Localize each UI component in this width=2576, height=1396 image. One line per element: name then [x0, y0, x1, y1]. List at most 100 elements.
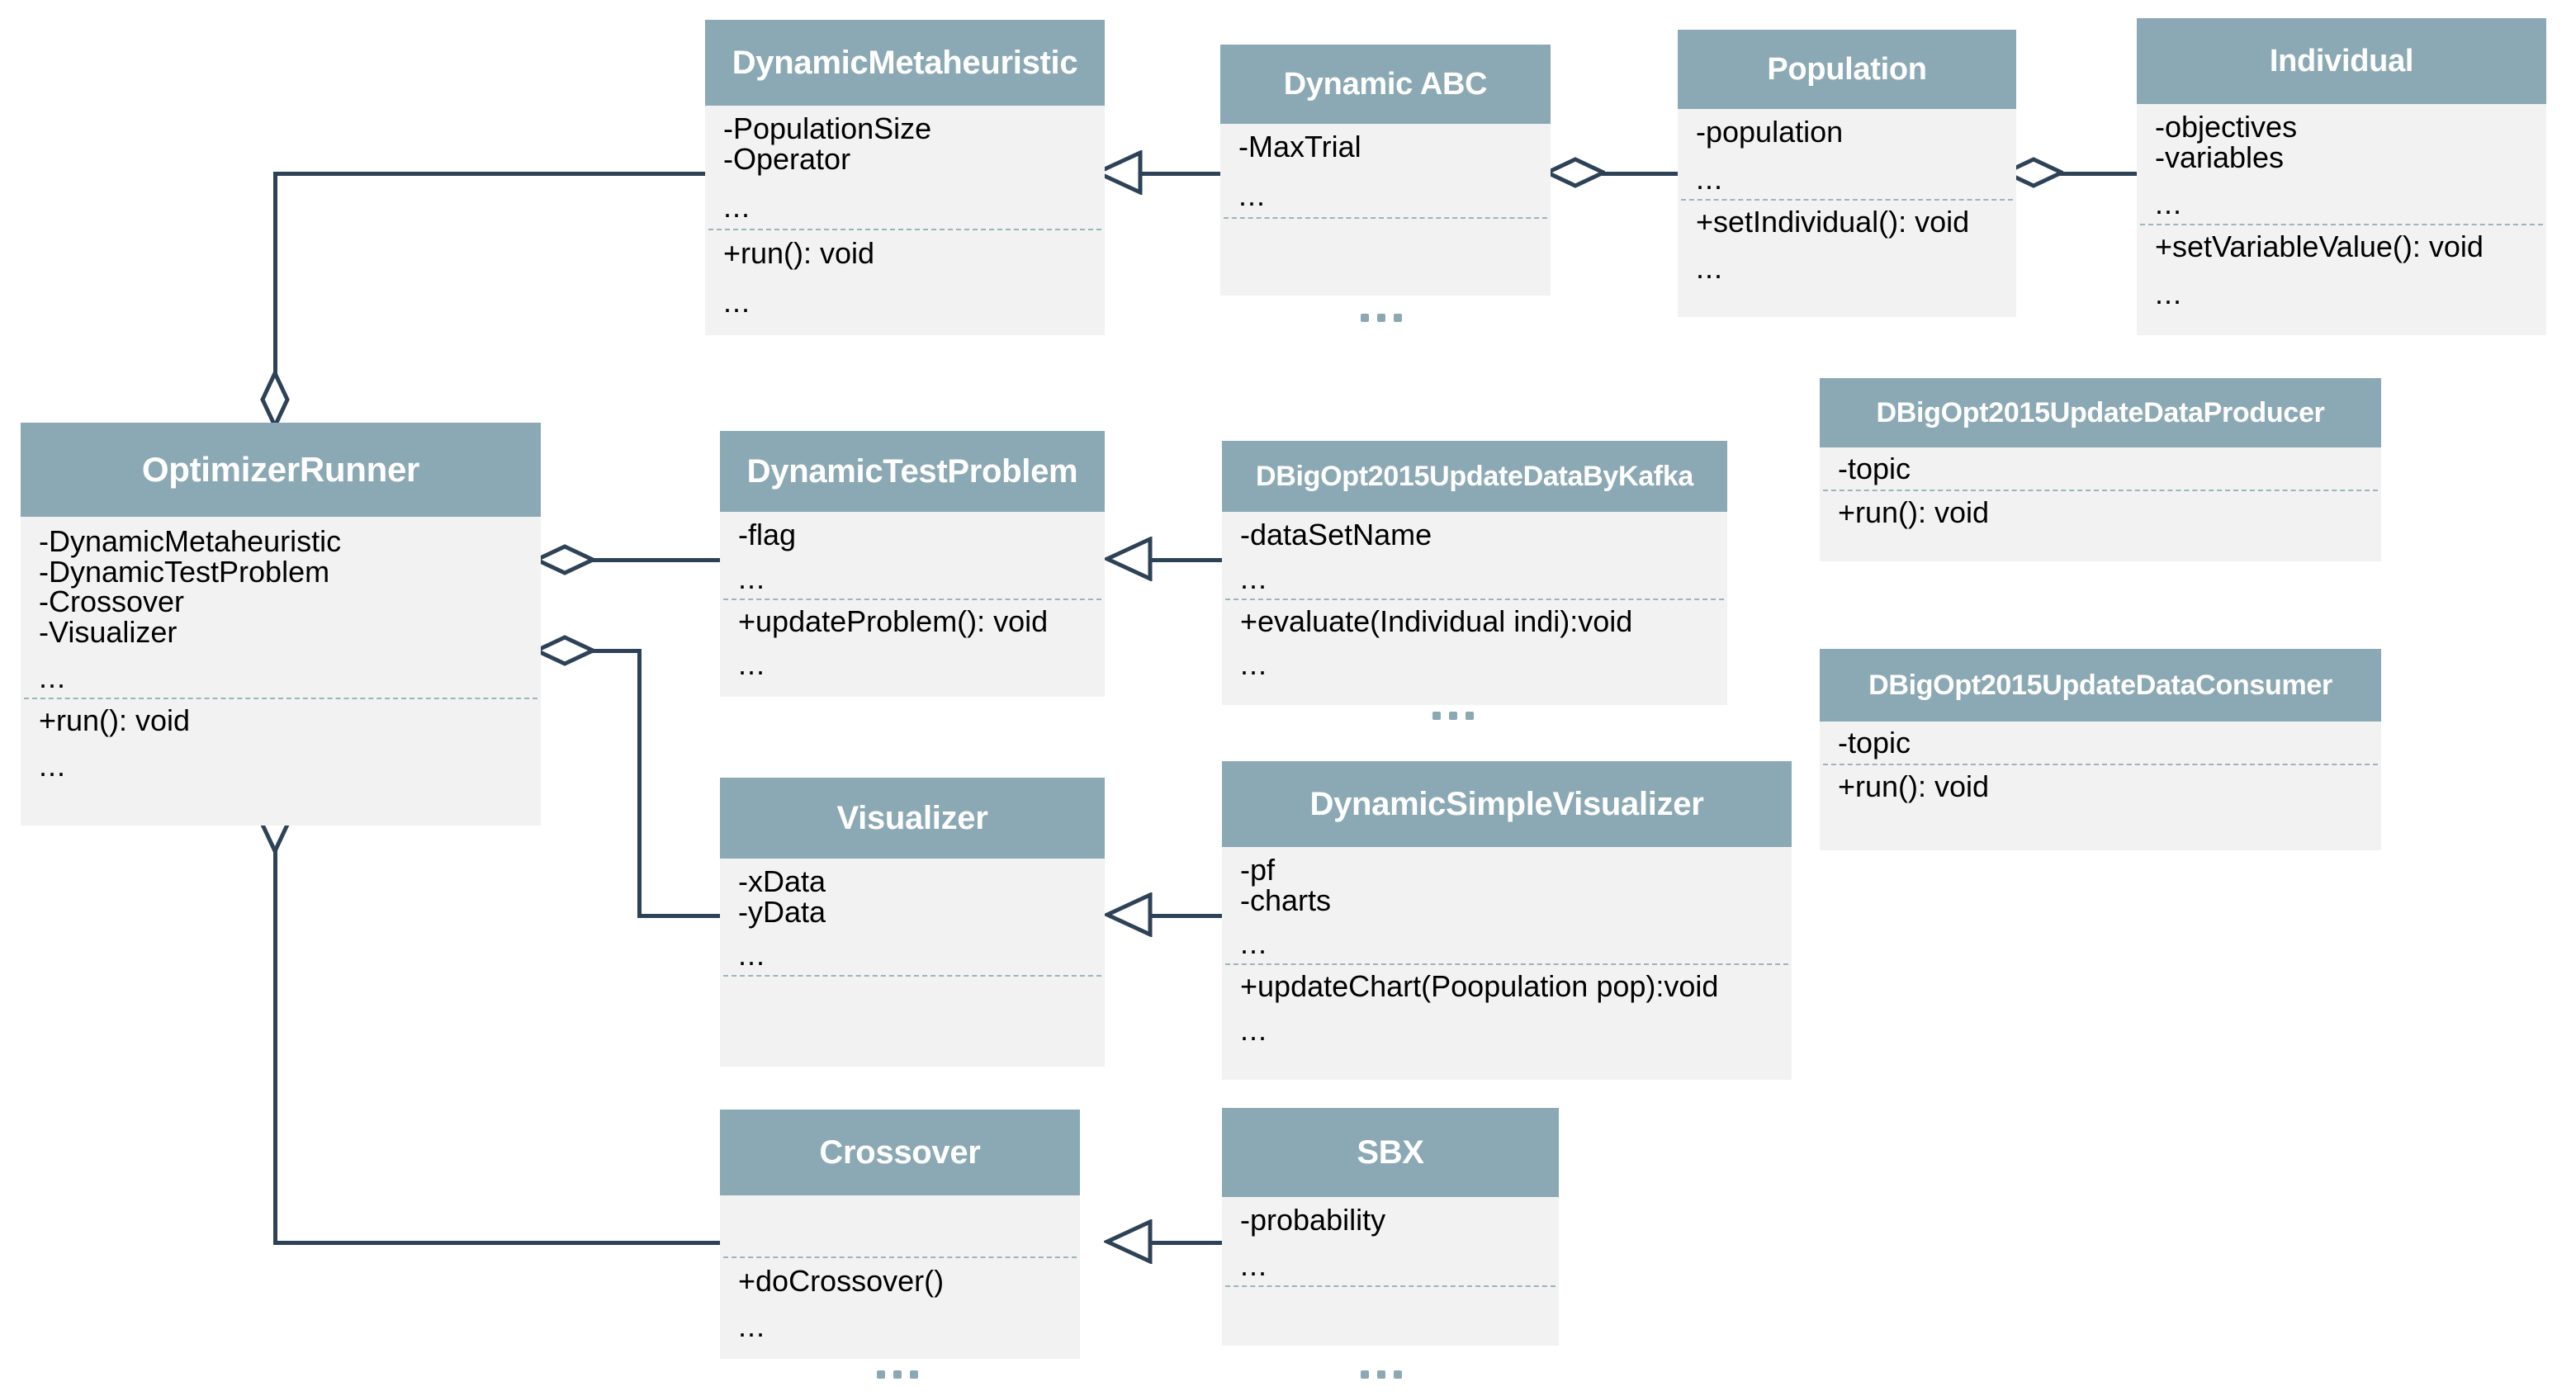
- attribute-row: -DynamicMetaheuristic: [39, 524, 342, 558]
- operations-ellipsis: ...: [1696, 251, 1724, 286]
- connector-simplevis-visualizer: [1149, 914, 1232, 918]
- generalization-arrow-kafka-testproblem: [1104, 537, 1153, 581]
- class-box-optimizer-runner[interactable]: OptimizerRunner -DynamicMetaheuristic -D…: [21, 423, 541, 826]
- operations-ellipsis: ...: [1240, 647, 1268, 682]
- class-body-dynamic-metaheuristic: -PopulationSize -Operator ... +run(): vo…: [705, 106, 1105, 324]
- class-header-dynamic-metaheuristic: DynamicMetaheuristic: [705, 20, 1105, 106]
- class-box-dynamic-simple-visualizer[interactable]: DynamicSimpleVisualizer -pf -charts ... …: [1222, 761, 1792, 1080]
- attributes-section-dynamic-abc: -MaxTrial ...: [1220, 130, 1551, 211]
- class-box-individual[interactable]: Individual -objectives -variables ... +s…: [2137, 18, 2546, 335]
- operation-row: +run(): void: [1838, 769, 1990, 803]
- section-divider: [1823, 763, 2378, 765]
- class-box-population[interactable]: Population -population ... +setIndividua…: [1678, 30, 2016, 317]
- connector-runner-metaheuristic-horizontal: [273, 172, 705, 176]
- class-box-dynamic-metaheuristic[interactable]: DynamicMetaheuristic -PopulationSize -Op…: [705, 20, 1105, 335]
- attribute-row: -charts: [1240, 883, 1332, 917]
- attribute-row: -yData: [738, 894, 826, 929]
- section-divider: [723, 598, 1101, 600]
- connector-runner-visualizer-h1: [590, 649, 642, 653]
- class-header-dynamic-test-problem: DynamicTestProblem: [720, 431, 1105, 512]
- attributes-section-optimizer-runner: -DynamicMetaheuristic -DynamicTestProble…: [21, 524, 541, 694]
- operations-section-population: +setIndividual(): void ...: [1678, 206, 2016, 286]
- attribute-row: -xData: [738, 864, 826, 898]
- class-header-dynamic-abc: Dynamic ABC: [1220, 45, 1551, 124]
- attributes-section-population: -population ...: [1678, 116, 2016, 194]
- section-divider: [1225, 963, 1788, 966]
- section-divider: [1224, 216, 1547, 219]
- more-subclasses-marker-crossover: [877, 1370, 918, 1379]
- attribute-row: -topic: [1838, 726, 1911, 760]
- attribute-row: -Operator: [723, 141, 851, 176]
- connector-runner-visualizer-vertical: [637, 649, 642, 918]
- class-header-dbigopt-kafka: DBigOpt2015UpdateDataByKafka: [1222, 441, 1727, 512]
- attributes-ellipsis: ...: [2155, 187, 2183, 221]
- operations-section-optimizer-runner: +run(): void ...: [21, 703, 541, 783]
- section-divider: [2140, 224, 2543, 226]
- class-body-dynamic-simple-visualizer: -pf -charts ... +updateChart(Poopulation…: [1222, 847, 1792, 1052]
- operation-row: +run(): void: [39, 703, 191, 737]
- operations-ellipsis: ...: [723, 285, 751, 319]
- attributes-section-dynamic-test-problem: -flag ...: [720, 518, 1105, 595]
- class-box-dbigopt-kafka[interactable]: DBigOpt2015UpdateDataByKafka -dataSetNam…: [1222, 441, 1727, 705]
- operations-ellipsis: ...: [1240, 1013, 1268, 1048]
- operation-row: +updateProblem(): void: [738, 603, 1049, 638]
- attribute-row: -Visualizer: [39, 615, 178, 650]
- attribute-row: -variables: [2155, 140, 2285, 174]
- section-divider: [1225, 1285, 1556, 1287]
- class-header-dynamic-simple-visualizer: DynamicSimpleVisualizer: [1222, 761, 1792, 847]
- more-subclasses-marker-sbx: [1361, 1370, 1402, 1379]
- section-divider: [1681, 198, 2013, 201]
- operation-row: +updateChart(Poopulation pop):void: [1240, 969, 1719, 1004]
- operations-ellipsis: ...: [738, 1308, 766, 1343]
- attributes-ellipsis: ...: [1240, 926, 1268, 961]
- attributes-ellipsis: ...: [738, 938, 766, 972]
- operations-section-dynamic-metaheuristic: +run(): void ...: [705, 239, 1105, 317]
- class-box-dynamic-abc[interactable]: Dynamic ABC -MaxTrial ...: [1220, 45, 1551, 296]
- class-title-crossover: Crossover: [819, 1133, 981, 1171]
- section-divider: [24, 697, 537, 699]
- attributes-section-dbigopt-kafka: -dataSetName ...: [1222, 519, 1727, 594]
- attributes-section-dbigopt-consumer: -topic: [1820, 726, 2381, 760]
- attributes-ellipsis: ...: [39, 660, 67, 694]
- section-divider: [723, 975, 1101, 977]
- attribute-row: -MaxTrial: [1238, 130, 1361, 163]
- class-body-crossover: +doCrossover() ...: [720, 1195, 1080, 1348]
- more-subclasses-marker-dbigopt-kafka: [1432, 712, 1474, 720]
- aggregation-diamond-population-individual: [2004, 157, 2063, 188]
- class-box-dbigopt-producer[interactable]: DBigOpt2015UpdateDataProducer -topic +ru…: [1820, 378, 2381, 561]
- class-header-sbx: SBX: [1222, 1108, 1559, 1197]
- attribute-row: -Crossover: [39, 584, 185, 619]
- connector-runner-crossover-vertical: [273, 850, 277, 1245]
- class-header-dbigopt-consumer: DBigOpt2015UpdateDataConsumer: [1820, 649, 2381, 722]
- class-title-sbx: SBX: [1357, 1133, 1424, 1171]
- class-box-visualizer[interactable]: Visualizer -xData -yData ...: [720, 778, 1105, 1067]
- class-title-optimizer-runner: OptimizerRunner: [141, 450, 420, 489]
- connector-metaheuristic-population: [1600, 172, 1679, 176]
- connector-runner-visualizer-h2: [637, 914, 724, 918]
- attributes-ellipsis: ...: [738, 561, 766, 595]
- class-title-dbigopt-consumer: DBigOpt2015UpdateDataConsumer: [1868, 669, 2332, 701]
- class-header-optimizer-runner: OptimizerRunner: [21, 423, 541, 517]
- attribute-row: -pf: [1240, 853, 1276, 887]
- attributes-section-sbx: -probability ...: [1222, 1204, 1559, 1280]
- operation-row: +run(): void: [1838, 495, 1990, 529]
- section-divider: [1225, 598, 1724, 600]
- operation-row: +run(): void: [723, 236, 875, 271]
- operations-section-dynamic-simple-visualizer: +updateChart(Poopulation pop):void ...: [1222, 972, 1792, 1045]
- operations-ellipsis: ...: [39, 748, 67, 783]
- class-box-sbx[interactable]: SBX -probability ...: [1222, 1108, 1559, 1346]
- class-box-dynamic-test-problem[interactable]: DynamicTestProblem -flag ... +updateProb…: [720, 431, 1105, 697]
- class-title-dbigopt-kafka: DBigOpt2015UpdateDataByKafka: [1255, 460, 1694, 492]
- class-body-visualizer: -xData -yData ...: [720, 859, 1105, 990]
- generalization-arrow-sbx-crossover: [1104, 1219, 1153, 1264]
- class-box-dbigopt-consumer[interactable]: DBigOpt2015UpdateDataConsumer -topic +ru…: [1820, 649, 2381, 850]
- attribute-row: -DynamicTestProblem: [39, 554, 330, 589]
- attribute-row: -flag: [738, 518, 797, 551]
- operations-section-individual: +setVariableValue(): void ...: [2137, 232, 2546, 309]
- class-title-dynamic-metaheuristic: DynamicMetaheuristic: [732, 44, 1078, 81]
- connector-population-individual: [2058, 172, 2137, 176]
- class-body-sbx: -probability ...: [1222, 1197, 1559, 1300]
- class-box-crossover[interactable]: Crossover +doCrossover() ...: [720, 1110, 1080, 1359]
- class-body-dynamic-test-problem: -flag ... +updateProblem(): void ...: [720, 512, 1105, 686]
